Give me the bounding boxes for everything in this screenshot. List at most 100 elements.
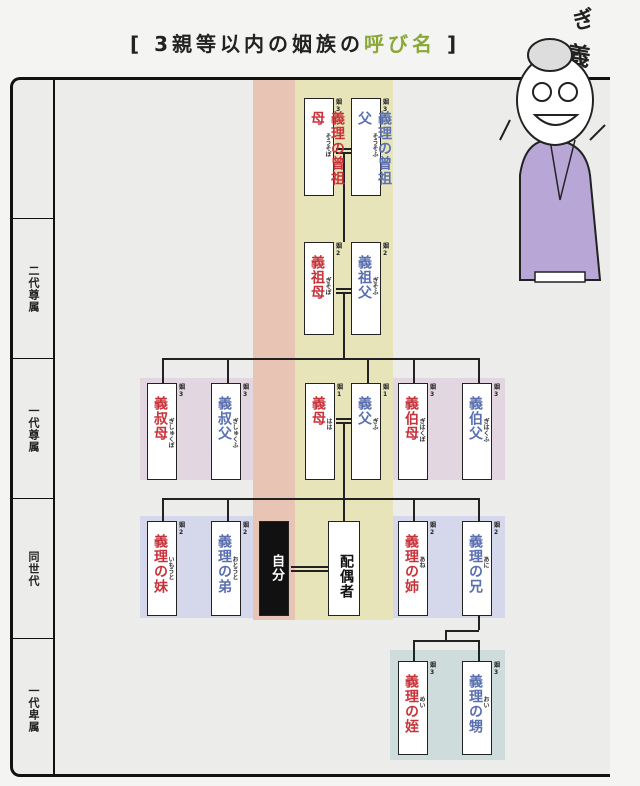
relative-name: 義理の兄 — [467, 534, 483, 594]
relative-name: 義叔母 — [152, 396, 168, 441]
relative-box-gf: 義祖父ぎそふ姻2 — [351, 242, 389, 335]
degree-label: 姻2 — [179, 522, 186, 536]
connector-line — [413, 640, 479, 642]
generation-label: 一代卑属 — [27, 685, 40, 733]
diagram-title: [ 3親等以内の姻族の呼び名 ] — [130, 28, 460, 57]
spouse-box: 配偶者 — [328, 521, 360, 616]
degree-label: 姻3 — [243, 384, 250, 398]
connector-line — [343, 292, 345, 358]
connector-line — [162, 498, 164, 521]
relative-name: 義伯父 — [467, 396, 483, 441]
connector-line — [478, 498, 480, 521]
generation-column — [10, 77, 55, 777]
degree-label: 姻2 — [494, 522, 501, 536]
relative-reading: ぎはくぼ — [418, 418, 425, 442]
generation-label: 一代尊属 — [27, 405, 40, 453]
relative-reading: あに — [482, 556, 489, 568]
connector-line — [445, 630, 447, 640]
marriage-line — [291, 566, 328, 568]
relative-box-gm: 義祖母ぎそぼ姻2 — [304, 242, 342, 335]
relative-box-ggf: 義理の曾祖父そうそふ 姻3 — [351, 98, 392, 196]
marriage-line — [336, 418, 351, 420]
relative-box-osis: 義理の姉あね 姻2 — [398, 521, 436, 616]
connector-line — [478, 358, 480, 383]
title-accent: 呼び名 — [364, 32, 437, 56]
connector-line — [227, 498, 229, 521]
degree-label: 姻2 — [336, 243, 343, 257]
generation-row-0 — [13, 80, 53, 220]
connector-line — [343, 422, 345, 498]
degree-label: 姻3 — [494, 384, 501, 398]
relative-box-ysis: 義理の妹いもうと 姻2 — [147, 521, 185, 616]
degree-label: 姻3 — [383, 99, 390, 113]
relative-box-ybro: 義理の弟おとうと 姻2 — [211, 521, 249, 616]
degree-label: 姻2 — [243, 522, 250, 536]
marriage-line — [336, 148, 351, 150]
generation-row-1: 二代尊属 — [13, 218, 53, 359]
self-label: 自分 — [269, 554, 284, 582]
relative-reading: ぎしゅくふ — [231, 418, 238, 448]
degree-label: 姻2 — [430, 522, 437, 536]
relative-name: 義理の曾祖母 — [309, 111, 345, 186]
relative-reading: あね — [418, 556, 425, 568]
relative-reading: ぎふ — [371, 418, 378, 430]
relative-reading: いもうと — [167, 556, 174, 580]
svg-text:ぎ: ぎ — [570, 5, 598, 36]
generation-label: 二代尊属 — [27, 265, 40, 313]
degree-label: 姻1 — [383, 384, 390, 398]
generation-row-3: 同世代 — [13, 498, 53, 639]
connector-line — [478, 640, 480, 661]
marriage-line — [291, 570, 328, 572]
connector-line — [413, 498, 415, 521]
marriage-line — [336, 288, 351, 290]
relative-box-aunt_y: 義叔母ぎしゅくぼ姻3 — [147, 383, 185, 480]
degree-label: 姻1 — [337, 384, 344, 398]
connector-line — [478, 616, 480, 630]
spouse-label: 配偶者 — [338, 554, 354, 599]
degree-label: 姻3 — [430, 662, 437, 676]
relative-name: 義伯母 — [403, 396, 419, 441]
connector-line — [343, 152, 345, 242]
relative-box-father: 義父ぎふ姻1 — [351, 383, 389, 480]
grandma-illustration: ぎ 義 — [499, 5, 606, 283]
self-box: 自分 — [259, 521, 289, 616]
title-suffix: ] — [436, 32, 461, 56]
relative-name: 義理の妹 — [152, 534, 168, 594]
relative-box-niece: 義理の姪めい姻3 — [398, 661, 436, 755]
relative-reading: おい — [482, 696, 489, 708]
connector-line — [162, 358, 479, 360]
degree-label: 姻3 — [494, 662, 501, 676]
relative-name: 義祖母 — [309, 255, 325, 300]
relative-reading: おとうと — [231, 556, 238, 580]
relative-box-nephew: 義理の甥おい 姻3 — [462, 661, 500, 755]
relative-name: 義祖父 — [356, 255, 372, 300]
relative-name: 義理の甥 — [467, 674, 483, 734]
relative-name: 義理の姪 — [403, 674, 419, 734]
relative-reading: そうそふ — [371, 133, 378, 157]
relative-box-aunt_o: 義伯母ぎはくぼ 姻3 — [398, 383, 436, 480]
generation-row-2: 一代尊属 — [13, 358, 53, 499]
connector-line — [162, 498, 479, 500]
relative-box-ggm: 義理の曾祖母そうそぼ 姻3 — [304, 98, 345, 196]
connector-line — [445, 630, 479, 632]
connector-line — [413, 358, 415, 383]
degree-label: 姻3 — [430, 384, 437, 398]
degree-label: 姻3 — [179, 384, 186, 398]
relative-reading: はは — [325, 418, 332, 430]
connector-line — [413, 640, 415, 661]
relative-box-uncle_y: 義叔父ぎしゅくふ 姻3 — [211, 383, 249, 480]
degree-label: 姻3 — [336, 99, 343, 113]
title-text: [ 3親等以内の姻族の — [130, 32, 365, 56]
relative-reading: そうそぼ — [324, 133, 331, 157]
relative-name: 義叔父 — [216, 396, 232, 441]
relative-reading: ぎはくふ — [482, 418, 489, 442]
relative-name: 義理の弟 — [216, 534, 232, 594]
connector-line — [343, 498, 345, 521]
relative-name: 義理の曾祖父 — [356, 111, 392, 186]
relative-box-mother: 義母はは 姻1 — [305, 383, 343, 480]
relative-name: 義理の姉 — [403, 534, 419, 594]
connector-line — [367, 358, 369, 383]
generation-row-4: 一代卑属 — [13, 638, 53, 779]
relative-name: 義母 — [310, 396, 326, 426]
